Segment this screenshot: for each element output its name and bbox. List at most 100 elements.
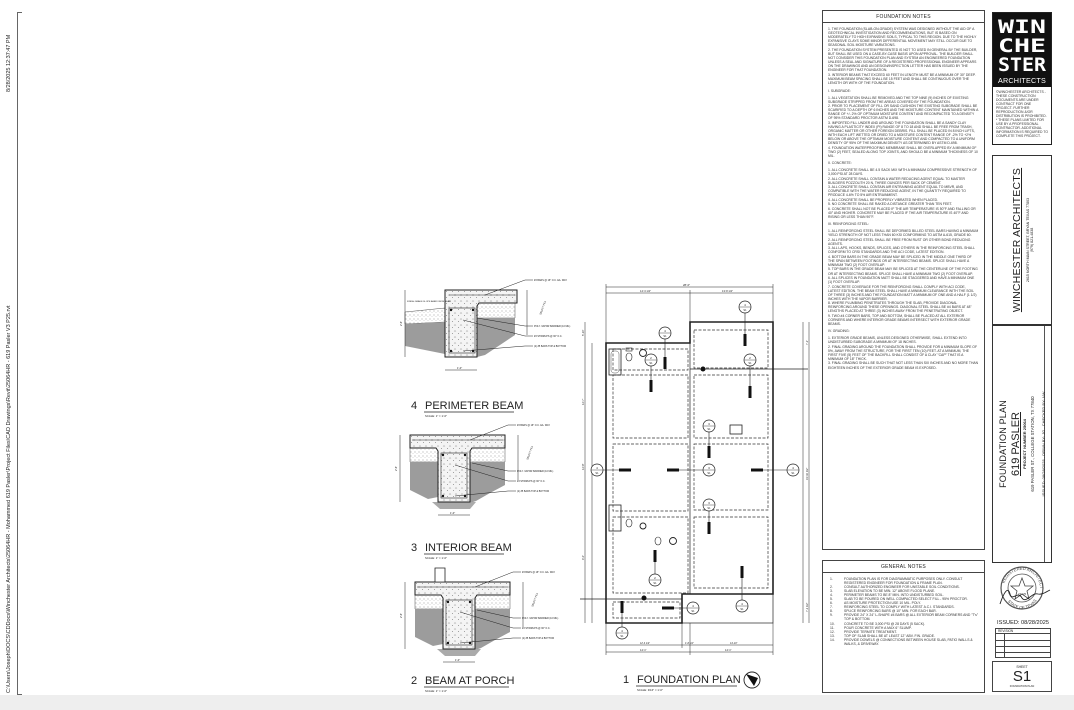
subgrade-soil	[410, 462, 505, 503]
toilet	[625, 518, 633, 528]
toilet	[625, 352, 633, 362]
dimension-text: 1'-0"	[455, 658, 460, 662]
general-notes-body: 1.FOUNDATION PLAN IS FOR DIAGRAMMATIC PU…	[823, 573, 984, 650]
general-note-text: PROVIDE TERMITE TREATMENT.	[844, 629, 897, 634]
general-note-number: 8.	[830, 609, 833, 614]
dimension-text: 1'-0"	[457, 366, 462, 370]
section-marker: 3S1	[702, 498, 716, 534]
dimension-text: 13'-8 1/2"	[722, 289, 733, 293]
subgrade-soil	[432, 502, 476, 509]
revision-row	[996, 652, 1051, 653]
general-note-number: 7.	[830, 605, 833, 610]
margin-tick-top	[17, 12, 22, 13]
grade-beam	[612, 601, 681, 619]
dimension-text: 7'-1 1/2"	[805, 602, 809, 612]
general-note-number: 12.	[830, 629, 835, 634]
beam-detail-porch: 1'-0"2'-6"#3 BARS @ 16" O.C. EA. WAYPOLY…	[399, 567, 558, 663]
foundation-note: 2. PRIOR TO PLACEMENT OF FILL OR SAND CU…	[828, 104, 979, 121]
foundation-note: 4. BOTTOM BARS IN THE GRADE BEAM MAY BE …	[828, 254, 972, 267]
general-note: 8.SPLICE REINFORCING BARS @ 10" MIN. FOR…	[828, 609, 979, 613]
section-cut-bar	[751, 468, 763, 472]
page-bottom-strip	[0, 695, 1074, 710]
section-marker: 2S1	[743, 353, 757, 398]
section-marker: 4S1	[735, 566, 749, 613]
general-note-text: POUR CONCRETE WITH A MAX 6" SLUMP.	[844, 625, 912, 630]
rebar	[446, 641, 450, 645]
section-sheet: S1	[649, 361, 653, 365]
callout-text: #3 BARS @ 16" O.C. EA. WAY	[517, 424, 550, 427]
section-marker: 4S1	[615, 601, 629, 640]
general-note-number: 11.	[830, 625, 835, 630]
architect-seal: REGISTERED ARCHITECT STATE OF TEXAS 2742…	[999, 566, 1051, 610]
margin-border-line	[17, 12, 18, 695]
section-sheet: S1	[740, 607, 744, 611]
bathtub-basin	[610, 350, 620, 374]
section-sheet: S1	[707, 506, 711, 510]
section-number: 2	[749, 356, 751, 360]
general-note: 9. PROVIDE 24" X 24" L-SHAPE #4 BARS @ AL…	[828, 613, 979, 621]
stirrup	[448, 307, 476, 354]
general-note: 7.REINFORCING STEEL TO COMPLY WITH LATES…	[828, 605, 979, 609]
general-note-number: 6.	[830, 601, 833, 606]
section-sheet: S1	[663, 334, 667, 338]
general-note-number: 10.	[830, 621, 835, 626]
dimension-text: 2'-6"	[399, 321, 403, 326]
callout-leader	[474, 571, 521, 588]
callout-text: POLY. VAPOR BARRIER (10 MIL)	[534, 325, 570, 328]
margin-tick-bottom	[17, 694, 22, 695]
general-note-text: TOP OF SLAB SHALL BE AT LEAST 12" ABV. F…	[844, 633, 935, 638]
rebar	[449, 308, 453, 312]
section-cut-bar	[653, 550, 657, 562]
foundation-note: 3. FINAL GRADING SHALL BE SUCH THAT NOT …	[828, 361, 979, 370]
callout-leader	[459, 611, 521, 629]
toilet-tank	[625, 347, 633, 352]
general-note: 6.AS MOISTURE PROTECTION USE 10 MIL. POL…	[828, 601, 979, 605]
foundation-note: II. CONCRETE:	[828, 160, 852, 165]
foundation-note: 1. ALL VEGETATION SHALL BE REMOVED AND T…	[828, 95, 969, 104]
callout-text: (2) #5 BARS TOP & BOTTOM	[522, 637, 554, 640]
detail-scale: SCALE: 1" = 1'-0"	[425, 689, 447, 693]
section-number: 4	[692, 604, 694, 608]
foundation-note: 3. ALL LAPS, HOOKS, BENDS, SPLICES, AND …	[828, 246, 975, 255]
plan-number: 1	[623, 674, 629, 686]
section-number: 2	[654, 576, 656, 580]
callout-leader	[484, 279, 533, 296]
grade-beam	[693, 443, 769, 511]
floor-drain	[639, 522, 647, 530]
general-note-number: 3.	[830, 589, 833, 594]
section-sheet: S1	[707, 471, 711, 475]
general-notes-title: GENERAL NOTES	[823, 561, 984, 573]
section-cut-bar	[707, 446, 711, 458]
toilet	[654, 536, 662, 546]
floor-drain	[669, 537, 677, 545]
porch-slab	[681, 593, 774, 624]
general-note-text: PROVIDE 24" X 24" L-SHAPE #4 BARS @ ALL …	[844, 613, 979, 622]
dimension-text: 14'-1"	[725, 648, 732, 652]
callout-leader	[476, 609, 521, 619]
subgrade-soil	[415, 609, 510, 650]
general-note: 1.FOUNDATION PLAN IS FOR DIAGRAMMATIC PU…	[828, 577, 979, 585]
dimension-text: 12'-8"	[581, 463, 585, 470]
callout-text: #3 STIRRUPS @ 36" O.C.	[517, 480, 546, 483]
signature	[999, 589, 1051, 605]
general-note: 13.TOP OF SLAB SHALL BE AT LEAST 12" ABV…	[828, 634, 979, 638]
revision-table: REVISION	[995, 628, 1051, 658]
section-cut-bar	[743, 334, 747, 346]
section-sheet: S1	[620, 634, 624, 638]
grade-beam	[612, 443, 689, 512]
section-cut-bar	[663, 357, 667, 369]
section-marker: 2S1	[648, 550, 662, 587]
general-note-number: 4.	[830, 593, 833, 598]
foundation-notes-title: FOUNDATION NOTES	[823, 11, 984, 23]
rebar	[468, 641, 472, 645]
callout-leader	[469, 424, 516, 441]
general-note-number: 9.	[830, 613, 833, 618]
plan-scale: SCALE: 3/16" = 1'-0"	[637, 688, 663, 692]
copyright-disclaimer: ©WINCHESTER ARCHITECTS - THESE CONSTRUCT…	[996, 90, 1048, 138]
foundation-note: 5. TOP BARS IN THE GRADE BEAM MAY BE SPL…	[828, 267, 978, 276]
general-note-text: SLAB TO BE POURED ON WELL COMPACTED SELE…	[844, 597, 968, 602]
callout-text: SELECT FILL	[539, 300, 547, 315]
detail-number: 3	[411, 542, 417, 554]
section-marker: 4S1	[738, 300, 752, 346]
